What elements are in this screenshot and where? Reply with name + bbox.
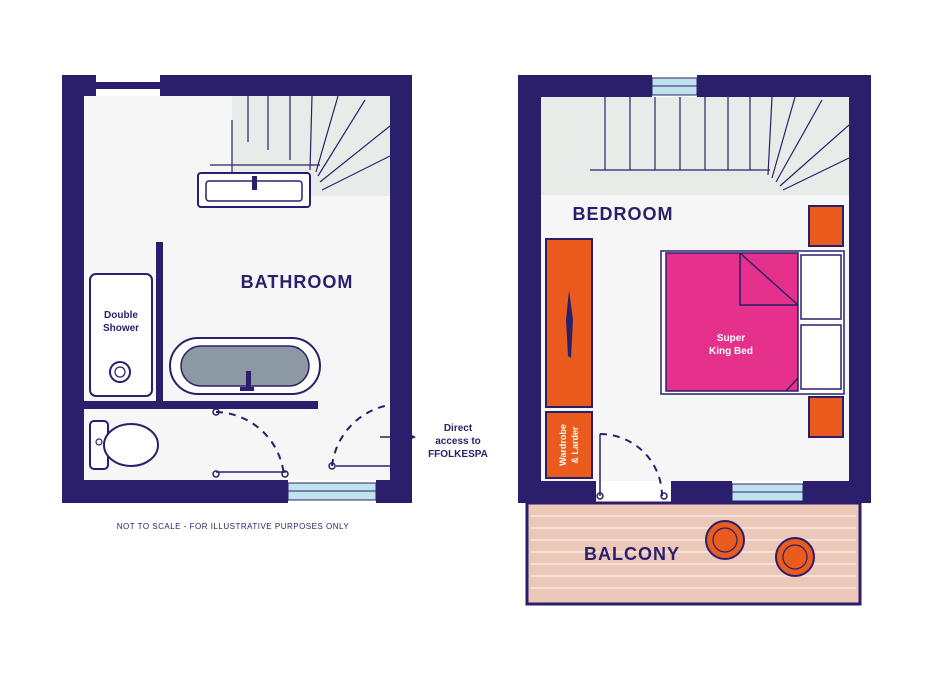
bedroom-walls [518,75,871,503]
bedroom-stairs [541,96,850,195]
bedroom-unit: BEDROOM Wardrobe & Larder Super King Bed [518,75,871,503]
balcony-door [596,433,668,500]
bed-label-line2: King Bed [709,346,753,357]
toilet-icon [89,420,159,470]
access-note-line1: Direct [444,423,473,434]
wardrobe-label-line2: & Larder [570,426,580,464]
larder [545,411,593,479]
bed-label-line1: Super [717,333,745,344]
bathtub-icon [169,337,321,395]
bathroom-label: BATHROOM [241,272,354,292]
shower-tray [89,273,153,397]
shower-label-line1: Double [104,310,138,321]
bedroom-label: BEDROOM [573,204,674,224]
wc-door [212,408,289,478]
shower-drain-icon [109,361,131,383]
bedside-table-bottom [808,396,844,438]
sink-icon [197,172,311,208]
bathroom-walls [62,75,412,503]
wardrobe-label-line1: Wardrobe [558,424,568,466]
entrance-door [328,400,404,470]
access-note-line2: access to [435,436,481,447]
bathroom-top-opening [96,82,160,89]
balcony-stool-2 [775,537,815,577]
bed [660,250,845,395]
balcony-stool-1 [705,520,745,560]
bedside-table-top [808,205,844,247]
wardrobe [545,238,593,408]
shower-label-line2: Shower [103,323,139,334]
balcony-label: BALCONY [584,544,680,564]
access-note-line3: FFOLKESPA [428,449,488,460]
balcony: BALCONY [525,501,862,606]
disclaimer: NOT TO SCALE - FOR ILLUSTRATIVE PURPOSES… [117,522,350,531]
arrow-right-icon [380,433,416,441]
bathroom-unit: Double Shower [62,75,488,531]
bed-duvet [665,252,799,392]
